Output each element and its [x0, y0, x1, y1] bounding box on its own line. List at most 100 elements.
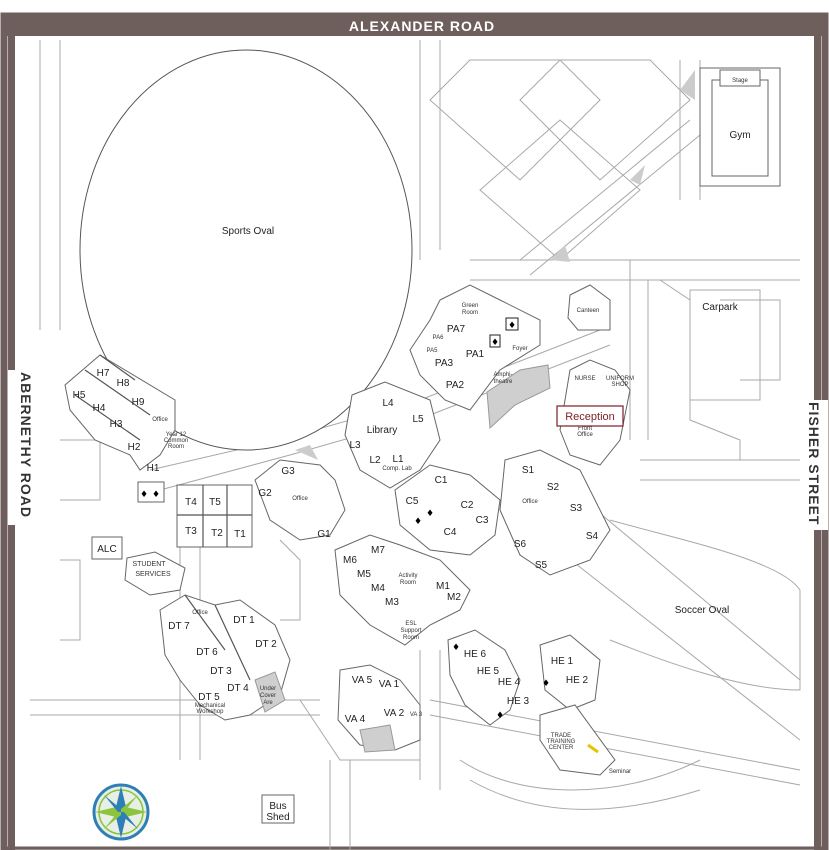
reception-tag[interactable]: Reception [556, 405, 624, 427]
carpark-label: Carpark [702, 302, 739, 313]
svg-text:♦: ♦ [496, 711, 504, 721]
svg-text:HE 3: HE 3 [507, 696, 530, 707]
svg-text:♦: ♦ [426, 509, 434, 519]
svg-text:TRADE: TRADE [551, 733, 571, 739]
svg-text:UNIFORM: UNIFORM [606, 376, 634, 382]
bus-shed: Bus Shed [261, 794, 295, 824]
svg-text:♦: ♦ [542, 679, 550, 689]
svg-text:HE 6: HE 6 [464, 649, 487, 660]
svg-text:VA 3: VA 3 [410, 712, 423, 718]
svg-text:Year 12: Year 12 [166, 432, 187, 438]
svg-text:SERVICES: SERVICES [135, 571, 171, 578]
reception-label: Reception [565, 411, 615, 423]
svg-text:DT 7: DT 7 [168, 621, 190, 632]
soccer-oval-outline [609, 519, 801, 691]
svg-text:SHOP: SHOP [611, 382, 628, 388]
svg-text:Under: Under [260, 686, 276, 692]
toilet-icon: ♦ [505, 317, 519, 331]
svg-text:VA 2: VA 2 [384, 708, 405, 719]
fisher-street-label: FISHER STREET [806, 402, 822, 525]
gym-building: Stage Gym [699, 67, 781, 187]
student-services-building: STUDENT SERVICES [124, 551, 186, 596]
s-block: S1 S2 S3 S4 S6 S5 Office [499, 449, 611, 576]
svg-text:G1: G1 [317, 529, 331, 540]
svg-text:M6: M6 [343, 555, 357, 566]
svg-text:♦: ♦ [140, 490, 148, 500]
svg-text:DT 1: DT 1 [233, 615, 255, 626]
compass-rose-icon [92, 783, 150, 841]
svg-text:VA 5: VA 5 [352, 675, 373, 686]
svg-text:PA6: PA6 [433, 335, 445, 341]
svg-text:Activity: Activity [398, 573, 417, 579]
svg-text:STUDENT: STUDENT [132, 561, 166, 568]
toilet-icon: ♦ [489, 334, 501, 348]
svg-text:H8: H8 [117, 378, 130, 389]
svg-text:T5: T5 [209, 497, 221, 508]
stage-label: Stage [732, 78, 748, 84]
svg-text:H2: H2 [128, 442, 141, 453]
svg-text:Room: Room [168, 444, 184, 450]
svg-text:Bus: Bus [269, 801, 286, 812]
performing-arts-building: Green Room Foyer PA7 PA1 PA3 PA2 PA6 PA5 [409, 284, 541, 411]
svg-text:M4: M4 [371, 583, 385, 594]
svg-text:L3: L3 [349, 440, 361, 451]
svg-text:Common: Common [164, 438, 188, 444]
svg-text:M5: M5 [357, 569, 371, 580]
soccer-oval-label: Soccer Oval [675, 605, 729, 616]
svg-text:VA 1: VA 1 [379, 679, 400, 690]
svg-text:DT 2: DT 2 [255, 639, 277, 650]
svg-text:DT 4: DT 4 [227, 683, 249, 694]
svg-text:PA5: PA5 [427, 348, 439, 354]
foyer-label: Foyer [512, 346, 527, 352]
h-block: H7 H8 H5 H4 H9 H3 H2 H1 Office Year 12 C… [64, 354, 188, 474]
svg-text:C5: C5 [406, 496, 419, 507]
svg-text:HE 2: HE 2 [566, 675, 589, 686]
t-block: T4 T5 T3 T2 T1 [176, 484, 253, 548]
g-block: G3 G2 G1 Office [254, 459, 346, 541]
svg-text:♦: ♦ [491, 338, 499, 348]
svg-text:DT 5: DT 5 [198, 692, 220, 703]
he-block: HE 6 HE 5 HE 4 HE 3 HE 1 HE 2 TRADE TRAI… [447, 629, 631, 776]
svg-text:PA1: PA1 [466, 349, 485, 360]
svg-text:Office: Office [577, 432, 593, 438]
svg-text:L1: L1 [392, 454, 404, 465]
toilet-icon: ♦ ♦ [140, 490, 160, 500]
svg-text:L2: L2 [369, 455, 381, 466]
svg-text:T1: T1 [234, 529, 246, 540]
abernethy-road-label: ABERNETHY ROAD [18, 372, 34, 518]
svg-text:T2: T2 [211, 528, 223, 539]
svg-text:Mechanical: Mechanical [195, 703, 225, 709]
carpark: Carpark [659, 279, 781, 460]
svg-text:T4: T4 [185, 497, 197, 508]
svg-text:H9: H9 [132, 397, 145, 408]
svg-text:TRAINING: TRAINING [547, 739, 576, 745]
svg-text:Seminar: Seminar [609, 769, 631, 775]
c-block: C1 C5 C2 C3 C4 [394, 464, 501, 556]
svg-text:DT 6: DT 6 [196, 647, 218, 658]
svg-text:Office: Office [152, 417, 168, 423]
library-label: Library [367, 425, 398, 436]
svg-text:Office: Office [292, 496, 308, 502]
svg-text:♦: ♦ [452, 643, 460, 653]
alexander-road-label: ALEXANDER ROAD [349, 18, 495, 34]
svg-text:M1: M1 [436, 581, 450, 592]
m-block: M7 M6 M5 M4 M3 M1 M2 Activity Room ESL S… [334, 534, 471, 646]
svg-text:PA2: PA2 [446, 380, 465, 391]
toilet-icon: ♦ ♦ ♦ [452, 643, 550, 721]
svg-text:Shed: Shed [266, 812, 289, 823]
sports-courts [429, 59, 691, 261]
svg-text:Green: Green [462, 303, 479, 309]
svg-text:Room: Room [400, 580, 416, 586]
svg-text:H4: H4 [93, 403, 106, 414]
svg-text:HE 4: HE 4 [498, 677, 521, 688]
canteen-building: Canteen [567, 284, 611, 331]
svg-text:G2: G2 [258, 488, 272, 499]
svg-text:♦: ♦ [508, 321, 516, 331]
svg-text:S2: S2 [547, 482, 560, 493]
toilet-icon: ♦ ♦ [414, 509, 434, 527]
svg-text:T3: T3 [185, 526, 197, 537]
sports-oval-label: Sports Oval [222, 226, 274, 237]
alc-label: ALC [97, 544, 116, 555]
